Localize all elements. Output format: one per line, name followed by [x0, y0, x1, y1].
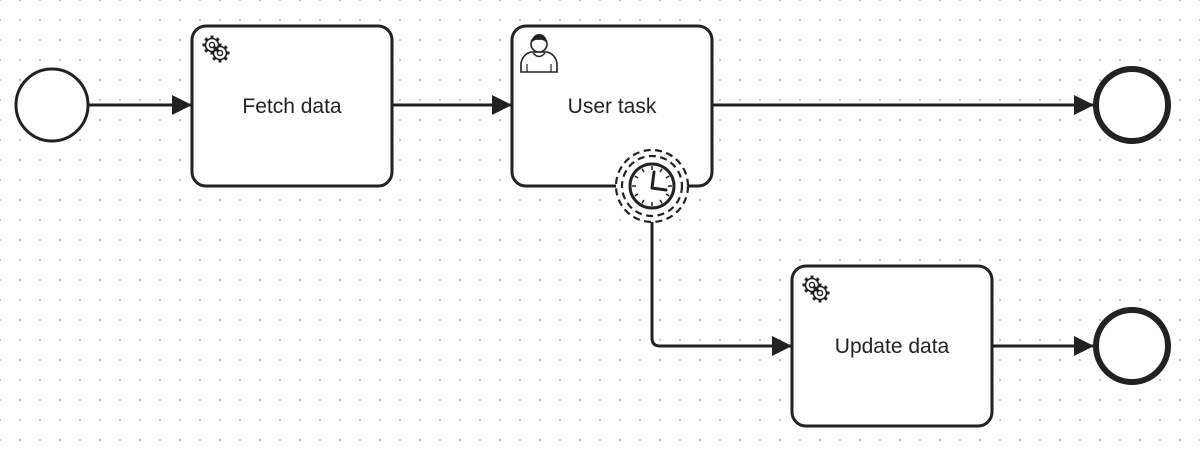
end-event-bottom[interactable]	[1093, 307, 1171, 385]
sequence-flows	[89, 95, 1094, 356]
clock-icon	[628, 162, 676, 210]
user-task[interactable]: User task	[510, 24, 714, 188]
end-event-top[interactable]	[1093, 66, 1171, 144]
boundary-timer-event[interactable]	[614, 148, 690, 224]
task-label-update: Update data	[835, 335, 950, 358]
start-event[interactable]	[14, 67, 90, 143]
update-data-task[interactable]: Update data	[790, 264, 994, 428]
task-label-fetch: Fetch data	[242, 95, 342, 118]
flow-timer-to-update[interactable]	[650, 221, 792, 356]
user-icon	[520, 34, 558, 73]
fetch-data-task[interactable]: Fetch data	[190, 24, 394, 188]
task-label-user: User task	[568, 95, 657, 118]
